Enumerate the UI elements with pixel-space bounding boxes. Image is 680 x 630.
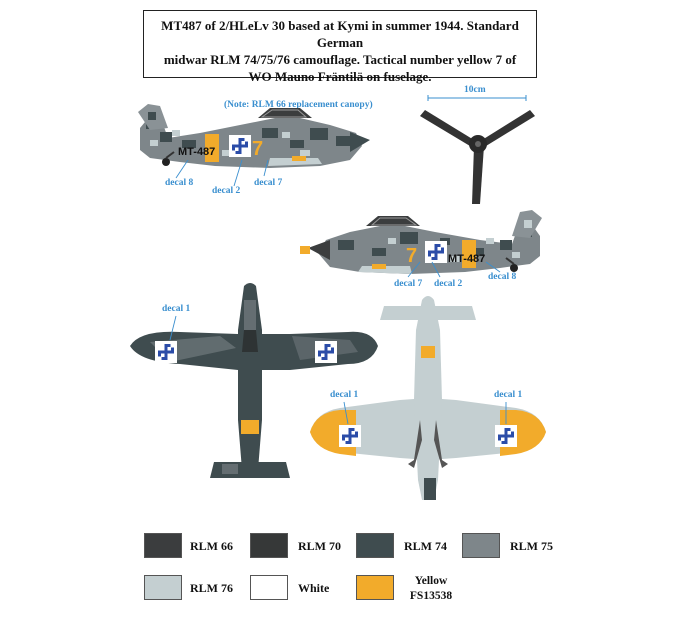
caption-line-3: WO Mauno Fräntilä on fuselage. [248,69,432,84]
decal-7-label-right: decal 7 [394,279,423,289]
tactical-number-left: 7 [252,138,263,160]
decal-8-label-right: decal 8 [488,272,517,282]
propeller: 10cm [420,85,535,204]
caption-line-2: midwar RLM 74/75/76 camouflage. Tactical… [163,52,517,67]
scale-label: 10cm [464,85,486,95]
swatch-label-yellow-line1: Yellow [414,575,448,587]
swatch-rlm74 [356,533,394,558]
bottom-view [310,296,546,500]
caption-box: MT487 of 2/HLeLv 30 based at Kymi in sum… [143,10,537,84]
tactical-number-right: 7 [406,245,417,267]
decal-8-label-left: decal 8 [165,178,194,188]
fuselage-code-right: MT-487 [448,253,485,265]
swatch-label-rlm75: RLM 75 [510,539,553,553]
side-view-right: 7 MT-487 [300,210,542,274]
swatch-rlm70 [250,533,288,558]
swatch-label-yellow-line2: FS13538 [409,590,453,602]
decal-1-label-top: decal 1 [162,304,191,314]
swatch-label-rlm76: RLM 76 [190,581,233,595]
side-view-left: 7 MT-487 [138,104,370,168]
caption-line-1: MT487 of 2/HLeLv 30 based at Kymi in sum… [161,18,519,50]
decal-1-label-bottom-right: decal 1 [494,390,523,400]
swatch-rlm66 [144,533,182,558]
decal-1-label-bottom-left: decal 1 [330,390,359,400]
decal-leaders [169,159,507,425]
fuselage-code-left: MT-487 [178,146,215,158]
swatch-yellow [356,575,394,600]
swatch-rlm76 [144,575,182,600]
swatch-label-rlm70: RLM 70 [298,539,341,553]
decal-2-label-left: decal 2 [212,186,241,196]
top-view [130,283,378,478]
swatch-label-yellow: Yellow FS13538 [396,574,466,604]
decal-2-label-right: decal 2 [434,279,463,289]
swatch-label-rlm66: RLM 66 [190,539,233,553]
swatch-white [250,575,288,600]
decal-7-label-left: decal 7 [254,178,283,188]
swatch-label-white: White [298,581,330,595]
swatch-rlm75 [462,533,500,558]
swatch-label-rlm74: RLM 74 [404,539,447,553]
canopy-note: (Note: RLM 66 replacement canopy) [224,100,373,110]
